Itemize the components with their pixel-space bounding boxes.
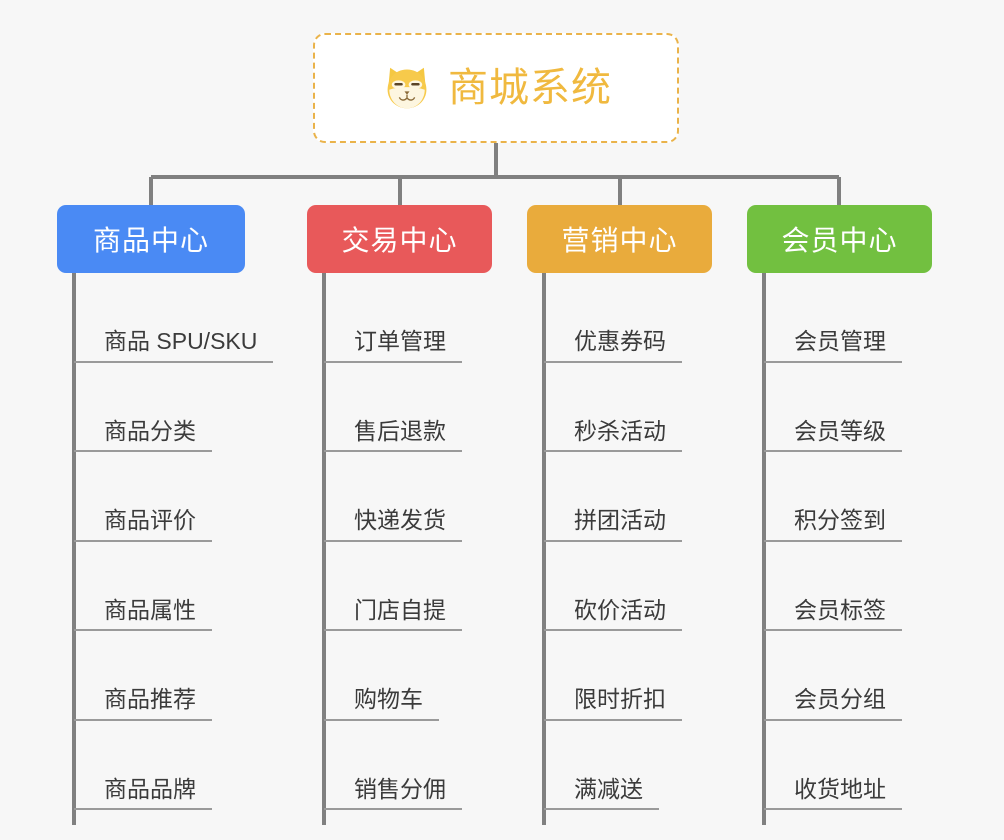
leaf-label: 商品品牌 [104,775,196,802]
leaf-label: 商品推荐 [104,686,196,713]
branch-商品中心[interactable]: 商品中心 [57,205,245,273]
leaf-item[interactable]: 快递发货 [324,452,462,542]
leaf-label: 会员分组 [794,686,886,713]
leaf-label: 积分签到 [794,507,886,534]
leaf-list-商品中心: 商品 SPU/SKU 商品分类 商品评价 商品属性 商品推荐 商品品牌 [57,273,274,810]
leaf-item[interactable]: 会员等级 [764,363,902,452]
branch-label-3: 会员中心 [781,225,898,256]
leaf-item[interactable]: 满减送 [544,721,659,810]
branch-header-1[interactable]: 交易中心 [307,205,492,273]
leaf-label: 满减送 [574,775,643,802]
leaf-label: 快递发货 [354,507,446,534]
leaf-label: 购物车 [354,686,423,713]
leaf-label: 商品 SPU/SKU [104,328,258,355]
leaf-label: 收货地址 [794,775,886,802]
leaf-item[interactable]: 会员分组 [764,631,902,721]
leaf-item[interactable]: 优惠券码 [544,273,682,363]
leaf-item[interactable]: 订单管理 [324,273,462,363]
leaf-item[interactable]: 积分签到 [764,452,902,542]
leaf-item[interactable]: 秒杀活动 [544,363,682,452]
leaf-label: 商品评价 [104,507,196,534]
leaf-label: 秒杀活动 [574,417,666,444]
leaf-list-交易中心: 订单管理 售后退款 快递发货 门店自提 购物车 销售分佣 [307,273,462,810]
root-node[interactable]: 商城系统 [313,33,679,143]
leaf-label: 优惠券码 [574,328,666,355]
leaf-list-营销中心: 优惠券码 秒杀活动 拼团活动 砍价活动 限时折扣 满减送 [527,273,682,810]
branch-会员中心[interactable]: 会员中心 [747,205,932,273]
leaf-label: 限时折扣 [574,686,666,713]
leaf-label: 销售分佣 [354,775,446,802]
leaf-label: 砍价活动 [574,596,666,623]
leaf-item[interactable]: 商品品牌 [74,721,212,810]
leaf-item[interactable]: 会员管理 [764,273,902,363]
branch-交易中心[interactable]: 交易中心 [307,205,492,273]
leaf-label: 售后退款 [354,417,446,444]
leaf-item[interactable]: 门店自提 [324,542,462,631]
leaf-label: 订单管理 [354,328,446,355]
branch-label-0: 商品中心 [92,225,209,256]
leaf-item[interactable]: 商品 SPU/SKU [74,273,274,363]
leaf-label: 会员管理 [794,328,886,355]
leaf-item[interactable]: 商品推荐 [74,631,212,721]
leaf-item[interactable]: 会员标签 [764,542,902,631]
leaf-label: 门店自提 [354,596,446,623]
leaf-item[interactable]: 销售分佣 [324,721,462,810]
leaf-item[interactable]: 商品属性 [74,542,212,631]
branch-label-1: 交易中心 [341,225,458,256]
leaf-list-会员中心: 会员管理 会员等级 积分签到 会员标签 会员分组 收货地址 [747,273,902,810]
leaf-label: 商品属性 [104,596,196,623]
leaf-label: 拼团活动 [574,507,666,534]
leaf-label: 会员等级 [794,417,886,444]
branch-header-0[interactable]: 商品中心 [57,205,245,273]
branch-营销中心[interactable]: 营销中心 [527,205,712,273]
leaf-item[interactable]: 拼团活动 [544,452,682,542]
leaf-item[interactable]: 商品分类 [74,363,212,452]
branch-header-2[interactable]: 营销中心 [527,205,712,273]
leaf-item[interactable]: 商品评价 [74,452,212,542]
leaf-item[interactable]: 限时折扣 [544,631,682,721]
leaf-label: 商品分类 [104,417,196,444]
leaf-item[interactable]: 购物车 [324,631,439,721]
root-title: 商城系统 [448,66,612,110]
leaf-label: 会员标签 [794,596,886,623]
shiba-dog-face-icon [380,61,434,115]
leaf-item[interactable]: 售后退款 [324,363,462,452]
leaf-item[interactable]: 收货地址 [764,721,902,810]
leaf-item[interactable]: 砍价活动 [544,542,682,631]
branch-label-2: 营销中心 [561,225,678,256]
branch-header-3[interactable]: 会员中心 [747,205,932,273]
